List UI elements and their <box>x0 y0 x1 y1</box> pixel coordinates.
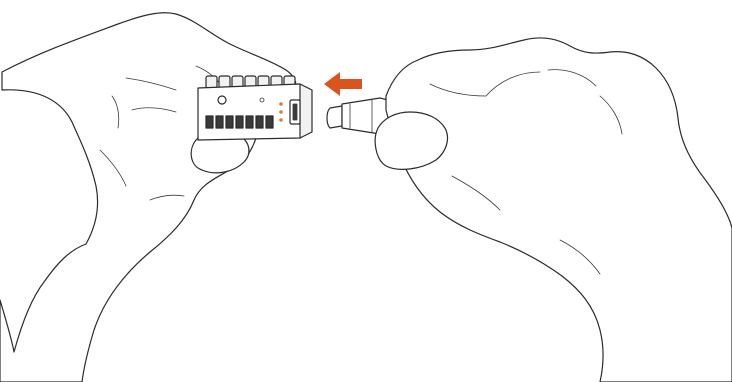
right-finger-line-1 <box>429 83 487 97</box>
wire-slot <box>215 115 224 129</box>
right-thumb <box>374 111 449 170</box>
screw-terminal <box>218 75 231 89</box>
indicator-dot <box>279 102 283 106</box>
screw-terminal <box>205 75 218 89</box>
wire-slot <box>205 115 214 129</box>
indicator-marks <box>279 102 283 122</box>
plug-connector <box>326 97 389 135</box>
arrow-shape <box>324 72 362 96</box>
right-wrist-crease <box>559 239 601 275</box>
wire-slot <box>265 115 274 129</box>
wire-slot <box>225 115 234 129</box>
wire-slot <box>245 115 254 129</box>
left-palm-line <box>99 149 127 187</box>
insert-direction-arrow-icon <box>324 72 362 96</box>
terminal-block-side <box>299 83 313 139</box>
status-led <box>259 97 265 103</box>
left-finger-crease-2 <box>131 107 177 113</box>
wire-slot <box>255 115 264 129</box>
right-hand <box>374 37 732 382</box>
right-finger-line-2 <box>485 71 541 97</box>
terminal-block <box>197 75 313 141</box>
left-finger-crease-1 <box>125 77 177 91</box>
right-hand-outline <box>385 37 732 382</box>
right-knuckle-line <box>599 95 623 135</box>
right-palm-line <box>451 175 501 211</box>
left-hand-outline <box>0 12 297 382</box>
wire-slot <box>235 115 244 129</box>
wire-slot-row <box>205 115 274 129</box>
connector-port-socket <box>292 103 298 121</box>
right-finger-line-3 <box>547 69 597 87</box>
mounting-hole <box>217 95 227 105</box>
indicator-dot <box>279 118 283 122</box>
plug-tip <box>326 105 343 129</box>
left-hand <box>0 12 297 382</box>
left-wrist-line <box>149 194 185 201</box>
indicator-dot <box>279 110 283 114</box>
left-finger-crease-3 <box>111 95 120 129</box>
